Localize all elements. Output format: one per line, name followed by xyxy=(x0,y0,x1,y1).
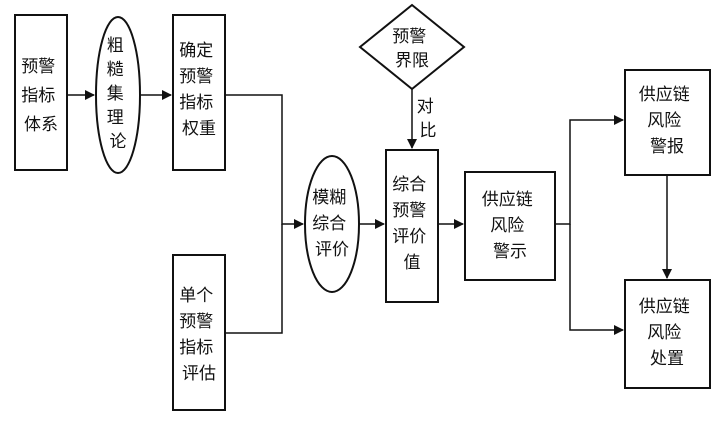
node-comprehensive-value xyxy=(385,149,439,303)
node-warning-index-system xyxy=(14,14,68,171)
label-determine-weights: 确定 预警 指标 权重 xyxy=(179,41,218,139)
edge-weights-to-fuzzy xyxy=(225,94,304,229)
label-rough-set-theory: 粗 糙 集 理 论 xyxy=(107,36,129,152)
node-warning-limit xyxy=(358,3,466,91)
edge-alert-to-handling xyxy=(569,224,624,335)
label-comprehensive-value: 综合 预警 评价 值 xyxy=(392,175,431,273)
node-determine-weights xyxy=(172,14,226,171)
label-warning-limit: 预警 界限 xyxy=(392,27,431,71)
label-fuzzy-comprehensive-eval: 模糊 综合 评价 xyxy=(312,188,351,260)
label-single-index-eval: 单个 预警 指标 评估 xyxy=(179,286,218,384)
node-supply-chain-alert xyxy=(464,171,556,281)
label-supply-chain-alert: 供应链 风险 警示 xyxy=(482,190,538,262)
edge-single-to-merge xyxy=(225,224,283,334)
edge-alert-to-alarm xyxy=(555,115,624,225)
label-supply-chain-alarm: 供应链 风险 警报 xyxy=(639,85,695,157)
node-supply-chain-handling xyxy=(624,279,711,389)
label-warning-index-system: 预警 指标 体系 xyxy=(21,57,60,135)
node-supply-chain-alarm xyxy=(624,69,711,176)
label-compare: 对 比 xyxy=(417,97,439,141)
label-supply-chain-handling: 供应链 风险 处置 xyxy=(639,297,695,369)
node-single-index-eval xyxy=(172,254,226,411)
